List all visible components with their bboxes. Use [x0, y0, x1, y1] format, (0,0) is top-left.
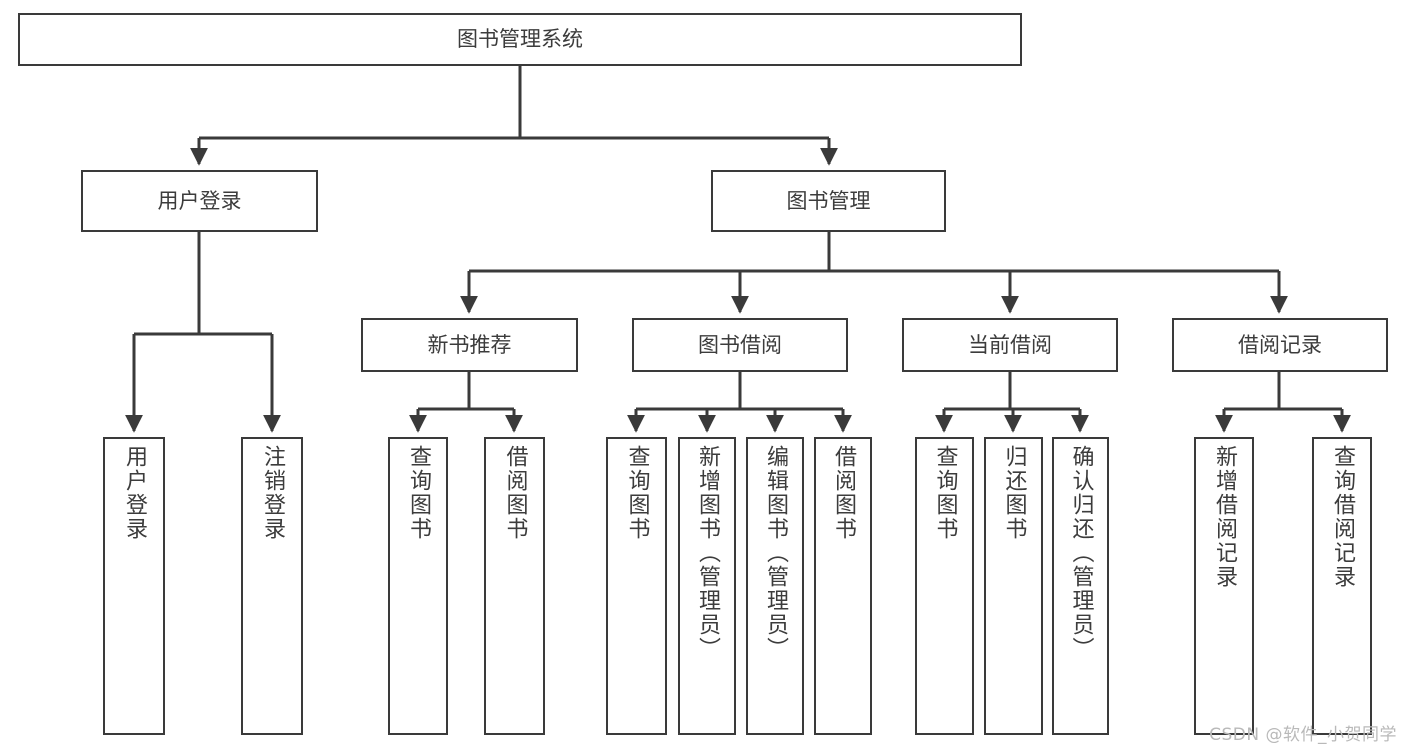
- node-root-label: 图书管理系统: [457, 27, 583, 52]
- node-leaf-query-record-label: 查询借阅记录: [1330, 445, 1355, 589]
- new-book-rec-connectors: [409, 372, 523, 433]
- node-leaf-borrow-book-rec-label: 借阅图书: [502, 445, 528, 541]
- borrow-record-connectors: [1215, 372, 1351, 433]
- node-leaf-add-book-label: 新增图书（管理员）: [695, 445, 720, 661]
- node-book-borrow-label: 图书借阅: [698, 332, 782, 357]
- node-book-manage-label: 图书管理: [786, 188, 871, 213]
- user-login-connectors: [125, 232, 281, 433]
- node-leaf-edit-book[interactable]: 编辑图书（管理员）: [746, 437, 804, 735]
- node-user-login-label: 用户登录: [157, 188, 242, 213]
- node-root[interactable]: 图书管理系统: [18, 13, 1022, 66]
- root-connectors: [190, 66, 838, 166]
- node-user-login[interactable]: 用户登录: [81, 170, 318, 232]
- node-borrow-record-label: 借阅记录: [1238, 332, 1322, 357]
- node-leaf-borrow-book-label: 借阅图书: [831, 445, 856, 541]
- node-leaf-add-book[interactable]: 新增图书（管理员）: [678, 437, 736, 735]
- node-current-borrow[interactable]: 当前借阅: [902, 318, 1118, 372]
- node-leaf-edit-book-label: 编辑图书（管理员）: [763, 445, 788, 661]
- node-book-manage[interactable]: 图书管理: [711, 170, 946, 232]
- node-current-borrow-label: 当前借阅: [968, 332, 1052, 357]
- node-leaf-query-book-rec[interactable]: 查询图书: [388, 437, 448, 735]
- node-leaf-borrow-book-rec[interactable]: 借阅图书: [484, 437, 545, 735]
- node-borrow-record[interactable]: 借阅记录: [1172, 318, 1388, 372]
- node-leaf-return-book[interactable]: 归还图书: [984, 437, 1043, 735]
- node-leaf-query-book-borrow[interactable]: 查询图书: [606, 437, 667, 735]
- book-manage-connectors: [460, 232, 1288, 314]
- node-leaf-user-login-label: 用户登录: [122, 445, 147, 541]
- node-leaf-add-record[interactable]: 新增借阅记录: [1194, 437, 1254, 735]
- node-leaf-query-book-cur[interactable]: 查询图书: [915, 437, 974, 735]
- node-leaf-confirm-return-label: 确认归还（管理员）: [1068, 445, 1094, 661]
- node-leaf-user-logout-label: 注销登录: [260, 445, 285, 541]
- node-new-book-rec-label: 新书推荐: [427, 332, 512, 357]
- csdn-watermark: CSDN @软件_小贺同学: [1209, 725, 1397, 745]
- node-leaf-query-record[interactable]: 查询借阅记录: [1312, 437, 1372, 735]
- node-new-book-rec[interactable]: 新书推荐: [361, 318, 578, 372]
- book-borrow-connectors: [627, 372, 852, 433]
- node-leaf-add-record-label: 新增借阅记录: [1212, 445, 1237, 589]
- node-leaf-user-logout[interactable]: 注销登录: [241, 437, 303, 735]
- node-leaf-query-book-rec-label: 查询图书: [406, 445, 431, 541]
- node-leaf-user-login[interactable]: 用户登录: [103, 437, 165, 735]
- node-leaf-confirm-return[interactable]: 确认归还（管理员）: [1052, 437, 1109, 735]
- node-leaf-query-book-borrow-label: 查询图书: [624, 445, 650, 541]
- node-leaf-borrow-book[interactable]: 借阅图书: [814, 437, 872, 735]
- node-book-borrow[interactable]: 图书借阅: [632, 318, 848, 372]
- node-leaf-query-book-cur-label: 查询图书: [932, 445, 958, 541]
- node-leaf-return-book-label: 归还图书: [1001, 445, 1027, 541]
- current-borrow-connectors: [935, 372, 1089, 433]
